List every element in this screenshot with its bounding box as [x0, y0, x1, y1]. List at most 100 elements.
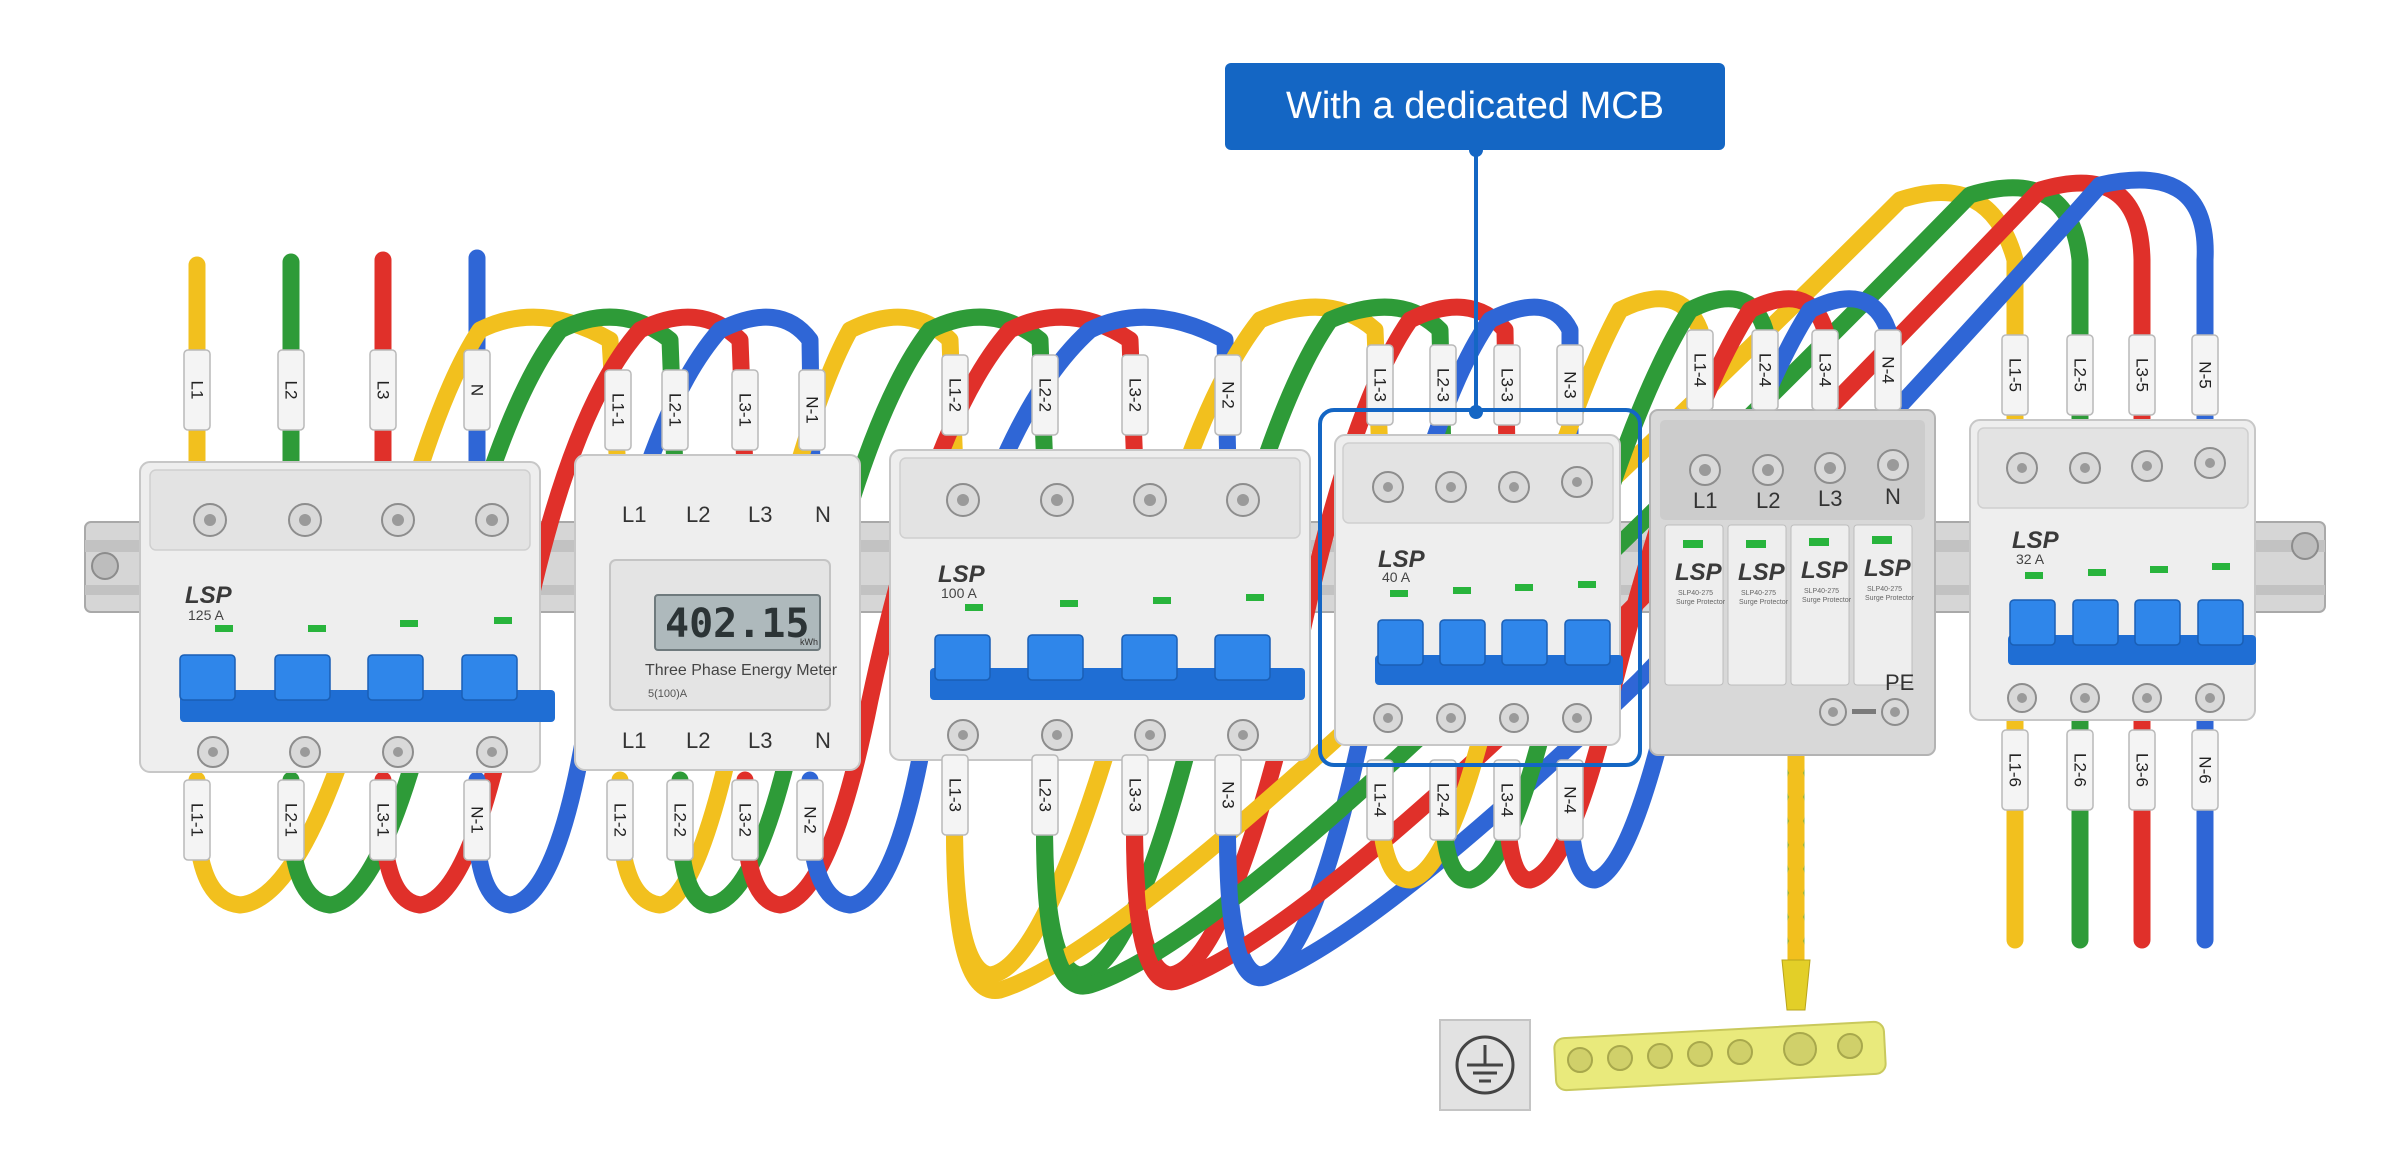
mcb-100a-in-marker-label-4: N-2 — [1219, 381, 1238, 408]
earth-ground-icon — [1439, 1019, 1531, 1111]
mcb-100a-in-marker-label-1: L1-2 — [946, 378, 965, 412]
earth-bar — [1553, 959, 1887, 1092]
incoming-marker-1: L1 — [183, 349, 211, 431]
meter-out-marker-1: L1-2 — [606, 779, 634, 861]
mcb-100a-out-marker-1: L1-3 — [941, 754, 969, 836]
mcb-32a-in-marker-label-2: L2-5 — [2071, 358, 2090, 392]
meter-in-marker-label-3: L3-1 — [736, 393, 755, 427]
meter-out-marker-4: N-2 — [796, 779, 824, 861]
surge-protector: L1 L2 L3 N LSP LSP LSP LSP SLP40-275 Sur… — [1649, 409, 1936, 756]
mcb-100a-in-marker-label-2: L2-2 — [1036, 378, 1055, 412]
spd-terminal-4: N — [1885, 484, 1901, 509]
incoming-marker-label-1: L1 — [188, 381, 207, 400]
meter-out-marker-3: L3-2 — [731, 779, 759, 861]
meter-in-marker-label-4: N-1 — [803, 396, 822, 423]
mcb-100a-in-marker-label-3: L3-2 — [1126, 378, 1145, 412]
spd-brand-1: LSP — [1675, 559, 1723, 586]
meter-terminal-bottom-1: L1 — [622, 728, 646, 753]
spd-model-1: SLP40-275 — [1678, 590, 1713, 597]
mcb-40a-out-marker-label-1: L1-4 — [1371, 783, 1390, 817]
main-mcb-125a: LSP 125 A — [139, 461, 555, 773]
spd-in-marker-4: N-4 — [1874, 329, 1902, 411]
mcb-100a-out-marker-4: N-3 — [1214, 754, 1242, 836]
spd-in-marker-label-1: L1-4 — [1691, 353, 1710, 387]
mcb-40a-in-marker-label-3: L3-3 — [1498, 368, 1517, 402]
spd-model-3: SLP40-275 — [1804, 588, 1839, 595]
mcb-40a-out-marker-3: L3-4 — [1493, 759, 1521, 841]
mcb-32a: LSP 32 A — [1969, 419, 2256, 721]
mcb-100a-out-marker-2: L2-3 — [1031, 754, 1059, 836]
mcb-32a-out-marker-label-4: N-6 — [2196, 756, 2215, 783]
spd-brand-4: LSP — [1864, 555, 1912, 582]
incoming-marker-label-3: L3 — [374, 381, 393, 400]
main-mcb-out-marker-4: N-1 — [463, 779, 491, 861]
callout-text: With a dedicated MCB — [1286, 85, 1664, 127]
mcb-100a-in-marker-3: L3-2 — [1121, 354, 1149, 436]
meter-out-marker-label-3: L3-2 — [736, 803, 755, 837]
mcb-40a-out-marker-1: L1-4 — [1366, 759, 1394, 841]
incoming-marker-3: L3 — [369, 349, 397, 431]
mcb-40a-in-marker-label-4: N-3 — [1561, 371, 1580, 398]
meter-display: 402.15 — [665, 601, 810, 647]
mcb-32a-in-marker-label-4: N-5 — [2196, 361, 2215, 388]
main-mcb-out-marker-label-3: L3-1 — [374, 803, 393, 837]
spd-pe-label: PE — [1885, 670, 1914, 695]
incoming-marker-label-4: N — [468, 384, 487, 396]
mcb-40a-out-marker-label-3: L3-4 — [1498, 783, 1517, 817]
main-mcb-out-marker-label-1: L1-1 — [188, 803, 207, 837]
meter-in-marker-label-1: L1-1 — [609, 393, 628, 427]
spd-brand-2: LSP — [1738, 559, 1786, 586]
spd-terminal-2: L2 — [1756, 488, 1780, 513]
meter-title: Three Phase Energy Meter — [645, 662, 838, 679]
meter-in-marker-4: N-1 — [798, 369, 826, 451]
meter-in-marker-1: L1-1 — [604, 369, 632, 451]
spd-desc-1: Surge Protector — [1676, 599, 1726, 606]
meter-in-marker-3: L3-1 — [731, 369, 759, 451]
mcb-100a-out-marker-label-4: N-3 — [1219, 781, 1238, 808]
mcb-100a-in-marker-4: N-2 — [1214, 354, 1242, 436]
main-mcb-out-marker-label-2: L2-1 — [282, 803, 301, 837]
mcb-32a-out-marker-3: L3-6 — [2128, 729, 2156, 811]
mcb-32a-brand: LSP — [2012, 527, 2060, 554]
mcb-32a-in-marker-label-3: L3-5 — [2133, 358, 2152, 392]
spd-desc-4: Surge Protector — [1865, 595, 1915, 602]
meter-in-marker-label-2: L2-1 — [666, 393, 685, 427]
mcb-100a-brand: LSP — [938, 561, 986, 588]
meter-terminal-bottom-2: L2 — [686, 728, 710, 753]
mcb-32a-out-marker-label-2: L2-6 — [2071, 753, 2090, 787]
incoming-marker-label-2: L2 — [282, 381, 301, 400]
spd-in-marker-1: L1-4 — [1686, 329, 1714, 411]
mcb-32a-in-marker-label-1: L1-5 — [2006, 358, 2025, 392]
mcb-100a-out-marker-3: L3-3 — [1121, 754, 1149, 836]
spd-in-marker-3: L3-4 — [1811, 329, 1839, 411]
main-mcb-rating: 125 A — [188, 607, 224, 623]
callout-box — [1225, 63, 1725, 150]
mcb-40a-out-marker-4: N-4 — [1556, 759, 1584, 841]
mcb-100a-in-marker-2: L2-2 — [1031, 354, 1059, 436]
main-mcb-bottom-screws — [197, 736, 508, 768]
mcb-32a-rating: 32 A — [2016, 551, 2045, 567]
meter-terminal-bottom-3: L3 — [748, 728, 772, 753]
mcb-100a-out-marker-label-2: L2-3 — [1036, 778, 1055, 812]
mcb-100a-out-marker-label-1: L1-3 — [946, 778, 965, 812]
spd-desc-3: Surge Protector — [1802, 597, 1852, 604]
meter-out-marker-label-1: L1-2 — [611, 803, 630, 837]
mcb-40a-brand: LSP — [1378, 546, 1426, 573]
mcb-100a-in-marker-1: L1-2 — [941, 354, 969, 436]
meter-in-marker-2: L2-1 — [661, 369, 689, 451]
spd-desc-2: Surge Protector — [1739, 599, 1789, 606]
three-phase-energy-meter: L1 L2 L3 N 402.15 kWh Three Phase Energy… — [574, 454, 861, 771]
main-mcb-out-marker-2: L2-1 — [277, 779, 305, 861]
mcb-100a: LSP 100 A — [889, 449, 1311, 761]
meter-terminal-bottom-4: N — [815, 728, 831, 753]
mcb-32a-in-marker-3: L3-5 — [2128, 334, 2156, 416]
spd-model-4: SLP40-275 — [1867, 586, 1902, 593]
mcb-32a-in-marker-4: N-5 — [2191, 334, 2219, 416]
mcb-32a-out-marker-2: L2-6 — [2066, 729, 2094, 811]
mcb-32a-out-marker-1: L1-6 — [2001, 729, 2029, 811]
mcb-40a-in-marker-3: L3-3 — [1493, 344, 1521, 426]
main-mcb-brand: LSP — [185, 582, 233, 609]
